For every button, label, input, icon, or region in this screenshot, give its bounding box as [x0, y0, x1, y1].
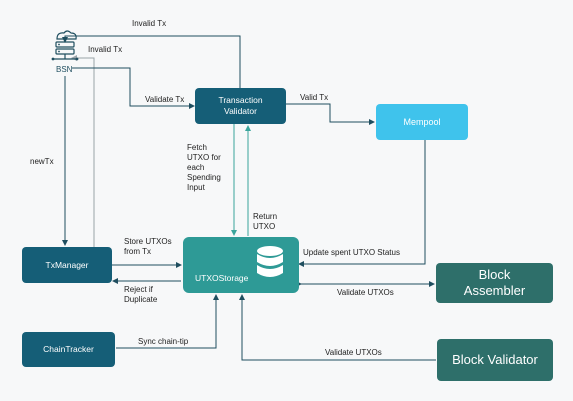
block-assembler-label: Block Assembler: [463, 267, 526, 298]
label-fetch-utxo: Fetch UTXO for each Spending Input: [187, 143, 221, 192]
label-return-utxo: Return UTXO: [253, 212, 278, 231]
label-store-utxos: Store UTXOs from Tx: [124, 237, 172, 256]
chaintracker-node: ChainTracker: [22, 332, 115, 367]
edge-invalid-tx-top: [62, 35, 241, 88]
label-valid-tx: Valid Tx: [300, 93, 329, 102]
edge-sync-chain-tip: [116, 294, 219, 349]
edge-valid-tx: [286, 103, 375, 125]
label-update-spent: Update spent UTXO Status: [303, 248, 400, 257]
database-icon: [257, 246, 283, 277]
mempool-node: Mempool: [376, 104, 468, 140]
label-validate-utxos-validator: Validate UTXOs: [325, 348, 382, 357]
utxostorage-node: UTXOStorage: [183, 237, 299, 293]
server-cloud-icon: [51, 30, 79, 61]
label-reject-duplicate: Reject if Duplicate: [124, 285, 158, 304]
edge-validate-tx: [72, 67, 195, 109]
label-validate-tx: Validate Tx: [145, 95, 185, 104]
label-validate-utxos-assembler: Validate UTXOs: [337, 288, 394, 297]
edge-invalid-tx-second: [71, 55, 95, 247]
label-newtx: newTx: [30, 157, 54, 166]
block-assembler-node: Block Assembler: [436, 263, 553, 303]
edge-validate-utxos-validator: [239, 294, 436, 361]
txmanager-node: TxManager: [22, 247, 112, 283]
label-sync-chain-tip: Sync chain-tip: [138, 337, 189, 346]
transaction-validator-node: Transaction Validator: [195, 88, 286, 124]
utxostorage-label: UTXOStorage: [195, 273, 249, 283]
block-validator-node: Block Validator: [437, 339, 553, 381]
label-invalid-tx-second: Invalid Tx: [88, 45, 123, 54]
edge-update-spent: [298, 140, 426, 267]
bsn-label: BSN: [56, 65, 73, 74]
label-invalid-tx-top: Invalid Tx: [132, 19, 167, 28]
